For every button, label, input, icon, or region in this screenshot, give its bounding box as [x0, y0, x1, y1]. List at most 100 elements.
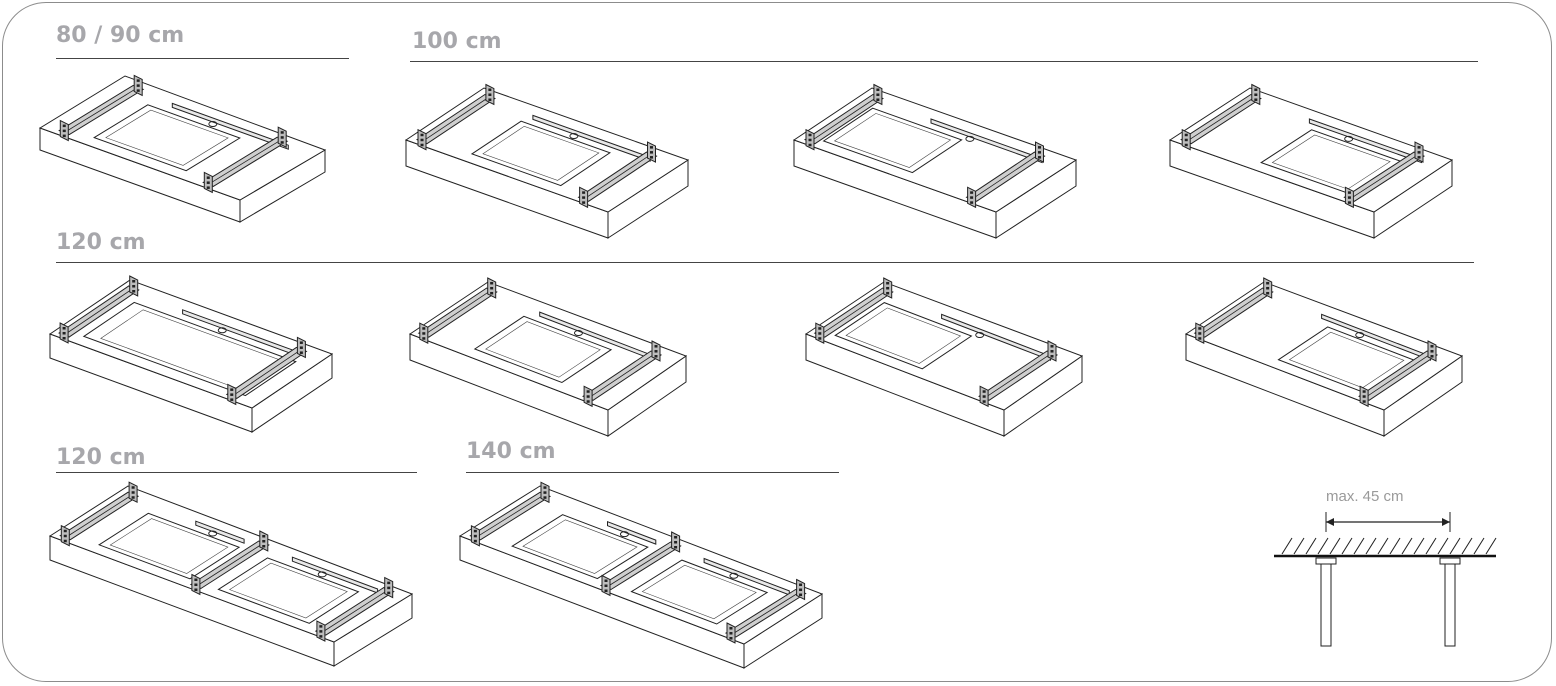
bracket-edge	[730, 591, 801, 636]
vanity-top	[38, 74, 327, 223]
bracket-slot	[1037, 156, 1041, 159]
bracket-slot	[876, 88, 880, 91]
bracket-slot	[132, 285, 136, 288]
bracket-slot	[132, 290, 136, 293]
tap-hole	[965, 135, 975, 142]
tap-hole	[573, 330, 583, 337]
bracket-edge	[65, 493, 134, 539]
basin-inner	[485, 321, 601, 378]
bracket-slot	[1198, 337, 1202, 340]
basin-outline	[511, 514, 649, 580]
bracket-slot	[131, 496, 135, 499]
bracket-slot	[319, 635, 323, 638]
bracket-edge	[583, 153, 652, 200]
bracket-edge	[1363, 352, 1433, 399]
bracket-slot	[1184, 138, 1188, 142]
bracket-slot	[206, 186, 210, 189]
bracket-slot	[1347, 201, 1351, 204]
bracket-slot	[62, 124, 66, 128]
bracket-slot	[62, 337, 66, 340]
bracket-slot	[63, 534, 67, 538]
bracket-slot	[420, 138, 424, 142]
bracket-slot	[886, 286, 890, 290]
vanity-top	[408, 277, 688, 437]
section-divider	[410, 61, 1478, 62]
bracket-slot	[1430, 345, 1434, 348]
bracket-edge	[231, 349, 302, 397]
drain-channel	[171, 102, 289, 150]
bracket-slot	[1184, 143, 1188, 147]
bracket-edge	[195, 542, 264, 587]
bracket-slot	[473, 534, 477, 538]
ceiling-hatch	[1293, 537, 1305, 555]
bracket-slot	[729, 632, 733, 635]
bracket-slot	[131, 491, 135, 494]
bracket-slot	[818, 332, 822, 335]
bracket-slot	[543, 496, 547, 499]
bracket-slot	[1254, 98, 1258, 101]
bracket-slot	[604, 579, 608, 582]
bracket-slot	[63, 529, 67, 533]
ceiling-hatch	[1281, 537, 1293, 555]
size-label-120-single: 120 cm	[56, 230, 146, 255]
bracket-edge	[1186, 96, 1257, 143]
section-divider	[56, 58, 349, 59]
bracket-slot	[230, 393, 234, 396]
bracket-edge	[809, 96, 879, 143]
size-label-140: 140 cm	[466, 439, 556, 464]
basin-inner	[109, 518, 229, 574]
drain-channel	[1321, 313, 1431, 361]
bracket-slot	[387, 581, 391, 585]
arrow-right-icon	[1442, 518, 1450, 526]
bracket-slot	[1254, 88, 1258, 91]
ceiling-hatch	[1341, 537, 1353, 555]
vanity-top	[48, 275, 334, 433]
drain-channel	[532, 114, 651, 162]
wall-mount-detail	[1274, 512, 1497, 647]
ceiling-hatch	[1461, 537, 1473, 555]
bracket-slot	[1430, 355, 1434, 358]
bracket-slot	[230, 388, 234, 391]
bracket-slot	[280, 131, 284, 134]
bracket-slot	[808, 143, 812, 147]
tap-hole	[569, 133, 579, 140]
bracket-edge	[1199, 289, 1268, 336]
bracket-slot	[1050, 345, 1054, 348]
vanity-top	[404, 83, 690, 239]
basin-inner	[641, 564, 757, 620]
bracket-slot	[1362, 390, 1366, 393]
bracket-slot	[490, 281, 494, 285]
max-span-label: max. 45 cm	[1326, 488, 1404, 505]
bracket-slot	[490, 286, 494, 290]
vanity-top	[1168, 83, 1454, 239]
bracket-slot	[1037, 151, 1041, 154]
bracket-slot	[649, 146, 653, 149]
bracket-slot	[262, 535, 266, 538]
bracket-slot	[1347, 191, 1351, 194]
bracket-slot	[729, 637, 733, 640]
bracket-slot	[799, 588, 803, 592]
bracket-slot	[387, 586, 391, 590]
bracket-slot	[194, 583, 198, 586]
bracket-slot	[422, 332, 426, 335]
bracket-slot	[886, 291, 890, 295]
bracket-slot	[230, 398, 234, 401]
bracket-slot	[1198, 327, 1202, 330]
vanity-top	[804, 277, 1084, 437]
bracket-slot	[62, 134, 66, 138]
ceiling-hatch	[1449, 537, 1461, 555]
ceiling-hatch	[1377, 537, 1389, 555]
drain-channel	[941, 313, 1051, 361]
drain-channel	[607, 520, 657, 545]
bracket-slot	[1050, 350, 1054, 353]
bracket-slot	[604, 584, 608, 587]
ceiling-hatch	[1413, 537, 1425, 555]
basin-inner	[482, 125, 600, 181]
bracket-slot	[808, 133, 812, 137]
bracket-slot	[818, 327, 822, 330]
bracket-slot	[543, 491, 547, 494]
bracket-slot	[799, 593, 803, 597]
ceiling-hatch	[1485, 537, 1497, 555]
bracket-slot	[604, 589, 608, 592]
